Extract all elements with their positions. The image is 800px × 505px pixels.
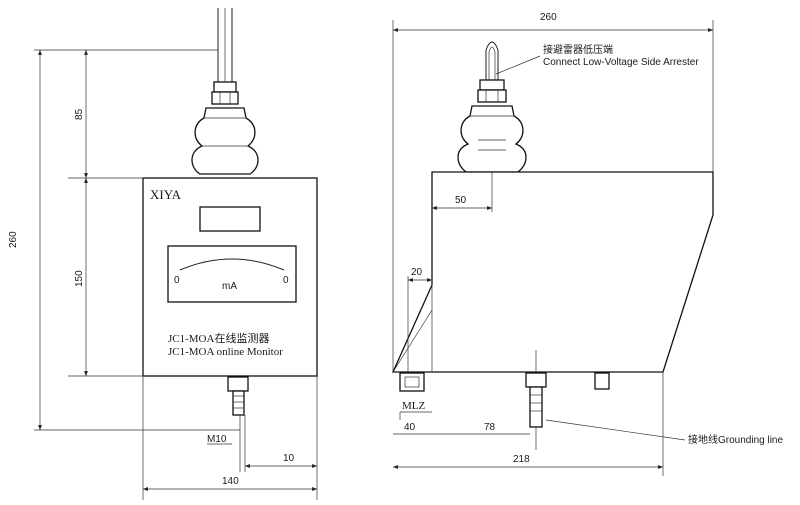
dim-base: 218 xyxy=(513,454,530,465)
front-terminal xyxy=(227,376,249,416)
model-label-en: JC1-MOA online Monitor xyxy=(168,346,283,358)
front-cable xyxy=(217,8,233,82)
arrester-label-en: Connect Low-Voltage Side Arrester xyxy=(543,57,699,68)
dim-front-width: 140 xyxy=(222,476,239,487)
meter-scale-arc xyxy=(179,258,285,271)
dim-front-top: 85 xyxy=(74,108,85,120)
side-enclosure xyxy=(391,171,714,373)
dim-front-body: 150 xyxy=(74,270,85,287)
dim-front-total-height: 260 xyxy=(8,231,19,248)
side-view: 260 接避雷器低压端 Connect Low-Voltage Side Arr… xyxy=(391,12,783,476)
front-insulator xyxy=(191,107,259,175)
side-cable-loop xyxy=(485,41,499,80)
mlz-fitting xyxy=(399,372,425,392)
front-nut xyxy=(211,81,239,105)
meter-min-label: 0 xyxy=(174,275,180,286)
side-connector xyxy=(594,372,610,390)
brand-label: XIYA xyxy=(150,187,182,202)
dim-ground-offset: 78 xyxy=(484,422,496,433)
dim-side-total-width: 260 xyxy=(540,12,557,23)
front-view: XIYA 0 0 mA JC1-MOA在线监测器 JC1-MOA online … xyxy=(8,8,318,500)
dim-front-offset: 10 xyxy=(283,453,295,464)
model-label-cn: JC1-MOA在线监测器 xyxy=(168,331,269,345)
meter-max-label: 0 xyxy=(283,275,289,286)
grounding-bolt xyxy=(525,350,547,450)
ground-label: 接地线Grounding line xyxy=(688,433,783,446)
dim-insulator-offset: 50 xyxy=(455,195,467,206)
analog-meter xyxy=(167,245,297,303)
arrester-label-cn: 接避雷器低压端 xyxy=(543,43,613,56)
dim-bevel: 20 xyxy=(411,267,423,278)
mlz-label: MLZ xyxy=(402,400,426,412)
dim-mlz: 40 xyxy=(404,422,416,433)
meter-unit-label: mA xyxy=(222,281,237,292)
dim-thread: M10 xyxy=(207,434,227,445)
display-window xyxy=(199,206,261,232)
